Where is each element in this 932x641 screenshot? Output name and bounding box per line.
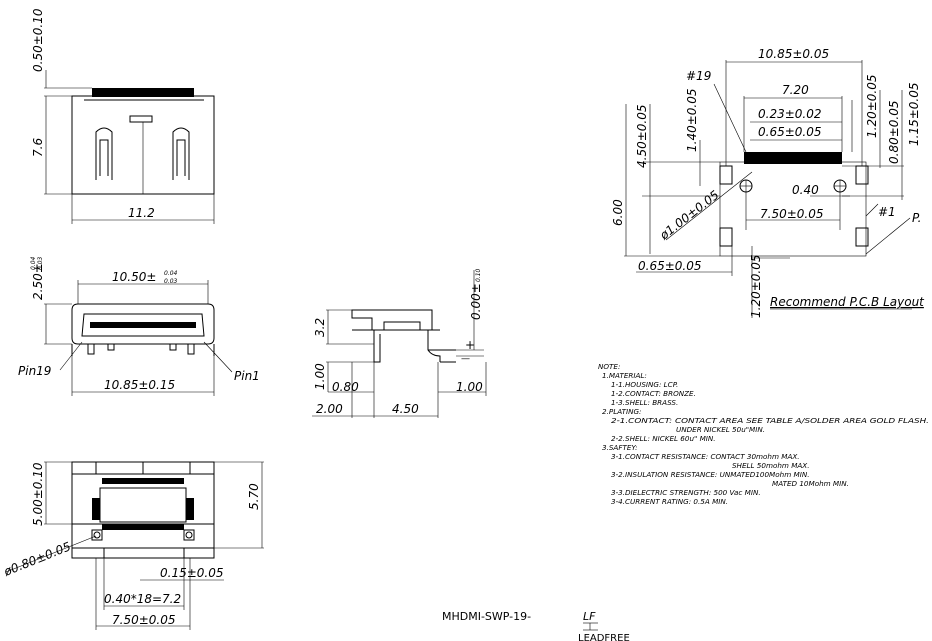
notes-line: 2-2.SHELL: NICKEL 60u" MIN. [611, 434, 716, 443]
pcb-dim-pad-space: 0.65±0.05 [758, 125, 822, 139]
side-view-dim-offset-tol: 0.10 [475, 268, 482, 282]
side-view-dim-offset: 0.00± [469, 283, 483, 320]
notes-line: 1-2.CONTACT: BRONZE. [611, 389, 696, 398]
part-number-suffix: LF [583, 610, 596, 623]
pcb-dim-1-40: 1.40±0.05 [685, 89, 699, 153]
pcb-dim-0-40: 0.40 [792, 183, 819, 197]
bottom-view-dim-pitch: 0.40*18=7.2 [104, 592, 181, 606]
bottom-view-dim-span: 7.50±0.05 [112, 613, 176, 627]
pcb-caption: Recommend P.C.B Layout [770, 295, 925, 309]
notes-line: 1-3.SHELL: BRASS. [611, 398, 678, 407]
notes-line: 1.MATERIAL: [602, 371, 647, 380]
pcb-dim-7-20: 7.20 [782, 83, 809, 97]
pcb-dim-0-65-bottom: 0.65±0.05 [638, 259, 702, 273]
pcb-dim-1-20-bottom: 1.20±0.05 [749, 255, 763, 319]
notes-line: 3-2.INSULATION RESISTANCE: UNMATED100Moh… [611, 470, 809, 479]
pcb-label-p: P. [912, 211, 921, 225]
pcb-dim-1-20-top: 1.20±0.05 [865, 75, 879, 139]
part-number: MHDMI-SWP-19- LF LEADFREE [442, 610, 630, 641]
pcb-dim-4-50: 4.50±0.05 [635, 105, 649, 169]
pcb-label-pin19: #19 [686, 69, 711, 83]
pcb-dim-overall: 10.85±0.05 [758, 47, 829, 61]
notes-line: 3-4.CURRENT RATING: 0.5A MIN. [611, 497, 728, 506]
front-view-dim-width-top: 10.50± [112, 270, 156, 284]
pcb-pad-row [744, 152, 842, 164]
side-view-dim-height: 3.2 [313, 318, 327, 337]
pcb-label-pin1: #1 [878, 205, 896, 219]
pcb-dim-7-50: 7.50±0.05 [760, 207, 824, 221]
bottom-view-dim-hole: ø0.80±0.05 [1, 539, 73, 579]
side-view-dim-4-50: 4.50 [392, 402, 419, 416]
top-view-pins [92, 88, 194, 97]
front-view-label-pin1: Pin1 [234, 369, 260, 383]
notes-line: SHELL 50mohm MAX. [732, 461, 810, 470]
top-view-dim-width: 11.2 [128, 206, 155, 220]
bottom-view-dim-right: 5.70 [247, 483, 261, 510]
pcb-dim-6-00: 6.00 [611, 199, 625, 226]
side-view-dim-1-00-right: 1.00 [456, 380, 483, 394]
notes-line: 1-1.HOUSING: LCP. [611, 380, 678, 389]
front-view-dim-width-top-tol-upper: 0.04 [164, 270, 178, 277]
top-view-dim-height: 7.6 [31, 138, 45, 157]
side-view-minus-sign: — [461, 354, 470, 364]
notes-line: 2.PLATING: [602, 407, 641, 416]
front-view-dim-width-bottom: 10.85±0.15 [104, 378, 175, 392]
notes-line: 3-3.DIELECTRIC STRENGTH: 500 Vac MIN. [611, 488, 761, 497]
front-view-dim-height: 2.50± [31, 263, 45, 300]
bottom-view-dim-left: 5.00±0.10 [31, 462, 45, 526]
front-view-dim-height-tol-upper: 0.04 [30, 256, 37, 270]
pcb-dim-1-15: 1.15±0.05 [907, 83, 921, 147]
top-view-dim-top: 0.50±0.10 [31, 8, 45, 72]
side-view-dim-1-00-left: 1.00 [313, 363, 327, 390]
pcb-layout: 10.85±0.05 #19 7.20 0.23±0.02 0.65±0.05 … [611, 47, 925, 318]
front-view: 10.50± 0.04 0.03 2.50± 0.04 0.03 Pin19 P… [18, 256, 260, 396]
side-view: 3.2 0.00± 0.10 + — 1.00 0.80 1.00 2.00 4… [312, 268, 487, 418]
notes-line: UNDER NICKEL 50u"MIN. [676, 425, 765, 434]
front-view-dim-width-top-tol-lower: 0.03 [164, 278, 178, 285]
front-view-dim-height-tol-lower: 0.03 [37, 256, 44, 270]
bottom-view: 5.00±0.10 5.70 ø0.80±0.05 0.15±0.05 0.40… [1, 461, 264, 630]
side-view-dim-0-80: 0.80 [332, 380, 359, 394]
bottom-view-dim-pad: 0.15±0.05 [160, 566, 224, 580]
pcb-dim-pad-width: 0.23±0.02 [758, 107, 822, 121]
part-number-prefix: MHDMI-SWP-19- [442, 610, 531, 623]
notes-line: 3-1.CONTACT RESISTANCE: CONTACT 30mohm M… [611, 452, 800, 461]
notes-header: NOTE: [598, 362, 620, 371]
top-view: 0.50±0.10 7.6 11.2 [31, 8, 215, 224]
bottom-view-pins [91, 478, 195, 559]
notes-line: MATED 10Mohm MIN. [772, 479, 849, 488]
front-view-label-pin19: Pin19 [18, 364, 51, 378]
side-view-dim-2-00: 2.00 [316, 402, 343, 416]
notes-line: 3.SAFTEY: [602, 443, 638, 452]
part-number-suffix-label: LEADFREE [578, 633, 630, 641]
side-view-plus-sign: + [465, 338, 475, 352]
notes: NOTE: 1.MATERIAL: 1-1.HOUSING: LCP. 1-2.… [598, 362, 929, 506]
notes-line: 2-1.CONTACT: CONTACT AREA SEE TABLE A/SO… [611, 416, 929, 425]
pcb-dim-0-80: 0.80±0.05 [887, 101, 901, 165]
